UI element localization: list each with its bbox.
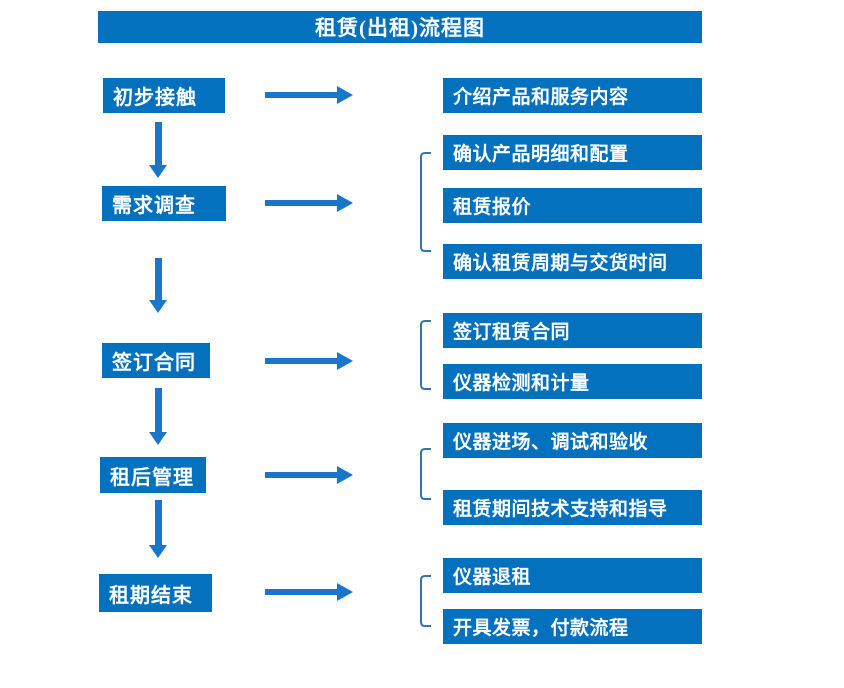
group-bracket-icon <box>420 152 432 252</box>
stage-box-initial-contact: 初步接触 <box>103 78 225 113</box>
detail-box-instrument-return: 仪器退租 <box>443 558 702 593</box>
arrow-right-icon <box>265 86 353 104</box>
detail-box-instrument-testing: 仪器检测和计量 <box>443 364 702 399</box>
detail-box-instrument-setup-acceptance: 仪器进场、调试和验收 <box>443 423 702 458</box>
arrow-down-icon <box>149 258 167 313</box>
detail-box-technical-support: 租赁期间技术支持和指导 <box>443 490 702 525</box>
group-bracket-icon <box>420 575 432 627</box>
detail-box-introduce-products-services: 介绍产品和服务内容 <box>443 78 702 113</box>
arrow-right-icon <box>265 466 353 484</box>
detail-box-invoice-payment: 开具发票，付款流程 <box>443 609 702 644</box>
group-bracket-icon <box>420 320 432 390</box>
arrow-right-icon <box>265 352 353 370</box>
group-bracket-icon <box>420 448 432 500</box>
arrow-down-icon <box>149 122 167 178</box>
detail-box-confirm-period-delivery: 确认租赁周期与交货时间 <box>443 244 702 279</box>
flowchart-title-bar: 租赁(出租)流程图 <box>98 11 702 43</box>
stage-box-sign-contract: 签订合同 <box>102 343 210 378</box>
detail-box-rental-quotation: 租赁报价 <box>443 188 702 223</box>
detail-box-sign-rental-contract: 签订租赁合同 <box>443 313 702 348</box>
arrow-right-icon <box>265 194 353 212</box>
arrow-right-icon <box>265 583 353 601</box>
stage-box-demand-survey: 需求调查 <box>102 186 226 221</box>
arrow-down-icon <box>149 500 167 558</box>
stage-box-lease-end: 租期结束 <box>99 574 212 612</box>
stage-box-post-rental-management: 租后管理 <box>100 457 206 493</box>
arrow-down-icon <box>149 388 167 445</box>
detail-box-confirm-product-config: 确认产品明细和配置 <box>443 135 702 170</box>
flowchart-title: 租赁(出租)流程图 <box>315 16 485 40</box>
